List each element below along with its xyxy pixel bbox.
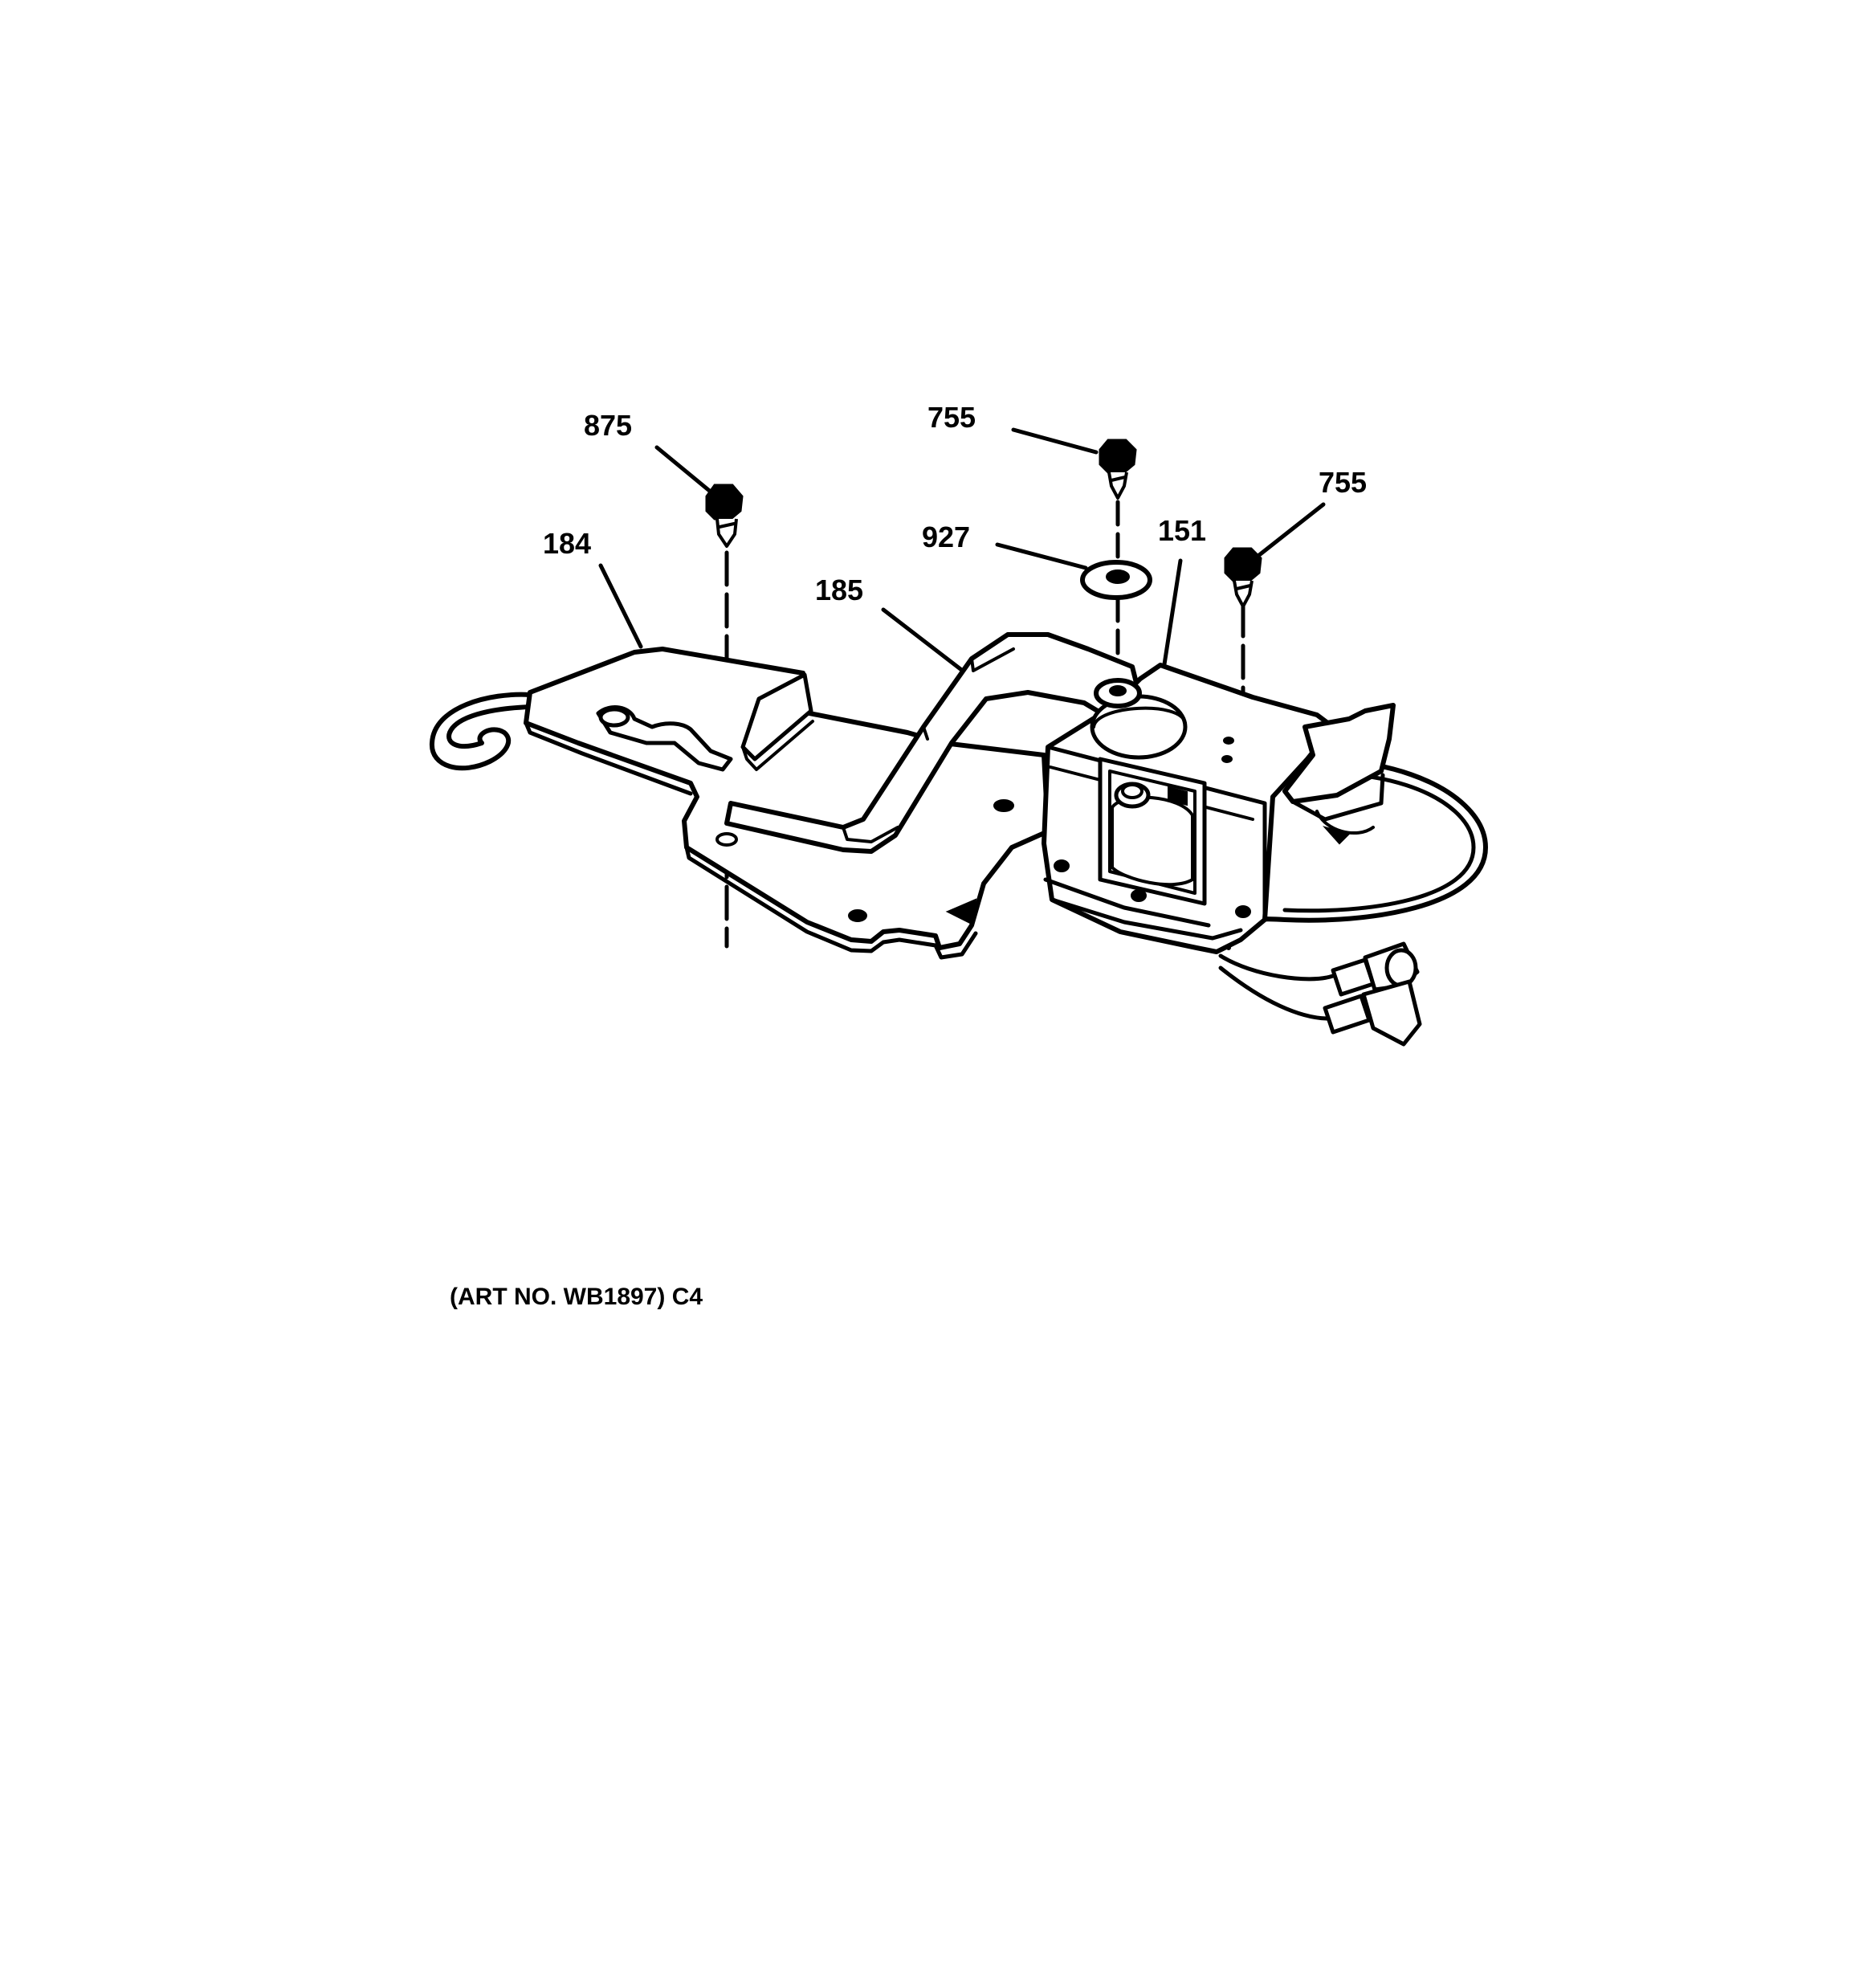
screw-875: [705, 484, 744, 548]
wire-connector-upper: [1331, 941, 1420, 997]
screw-755-top: [1099, 439, 1137, 500]
housing-hole-right: [1235, 905, 1251, 918]
plate-raised-tab: [740, 672, 813, 761]
washer-927: [1080, 560, 1152, 600]
housing-hole-left: [1054, 859, 1070, 872]
plate-edge-front: [524, 720, 693, 796]
leader-151: [1162, 558, 1183, 667]
plate-hole-right: [993, 799, 1014, 812]
plate-edge-bottom: [684, 845, 978, 960]
wire-connector-lower: [1323, 979, 1422, 1047]
screw-755-right: [1224, 547, 1262, 608]
plate-notch: [945, 898, 977, 925]
plate-hole-lower: [848, 909, 867, 922]
art-number: (ART NO. WB1897) C4: [450, 1284, 703, 1310]
callout-875: 875: [584, 409, 633, 442]
callout-755-right: 755: [1319, 466, 1368, 499]
wire-hook: [429, 692, 532, 771]
leader-755-right: [1253, 502, 1326, 561]
bracket-185-top-fold: [970, 647, 1015, 672]
plate-hole-875: [715, 832, 738, 847]
callout-184: 184: [543, 527, 592, 560]
housing-bottom-edge: [1050, 897, 1243, 941]
callout-185: 185: [815, 574, 864, 606]
leader-875: [654, 445, 719, 499]
leader-lines: [598, 427, 1326, 674]
callout-755-top: 755: [927, 401, 976, 434]
leader-184: [598, 563, 643, 649]
leader-185: [881, 607, 966, 674]
callout-927: 927: [922, 520, 971, 553]
housing-hole-mid: [1131, 889, 1147, 902]
callout-151: 151: [1158, 514, 1207, 547]
motor-coil: [1111, 795, 1194, 887]
bracket-185-fold: [842, 826, 899, 843]
leader-927: [995, 542, 1088, 570]
fan-cover-flap: [1282, 703, 1396, 804]
leader-755-top: [1011, 427, 1099, 455]
motor-terminal: [1168, 786, 1188, 806]
plate-boss: [598, 707, 630, 728]
